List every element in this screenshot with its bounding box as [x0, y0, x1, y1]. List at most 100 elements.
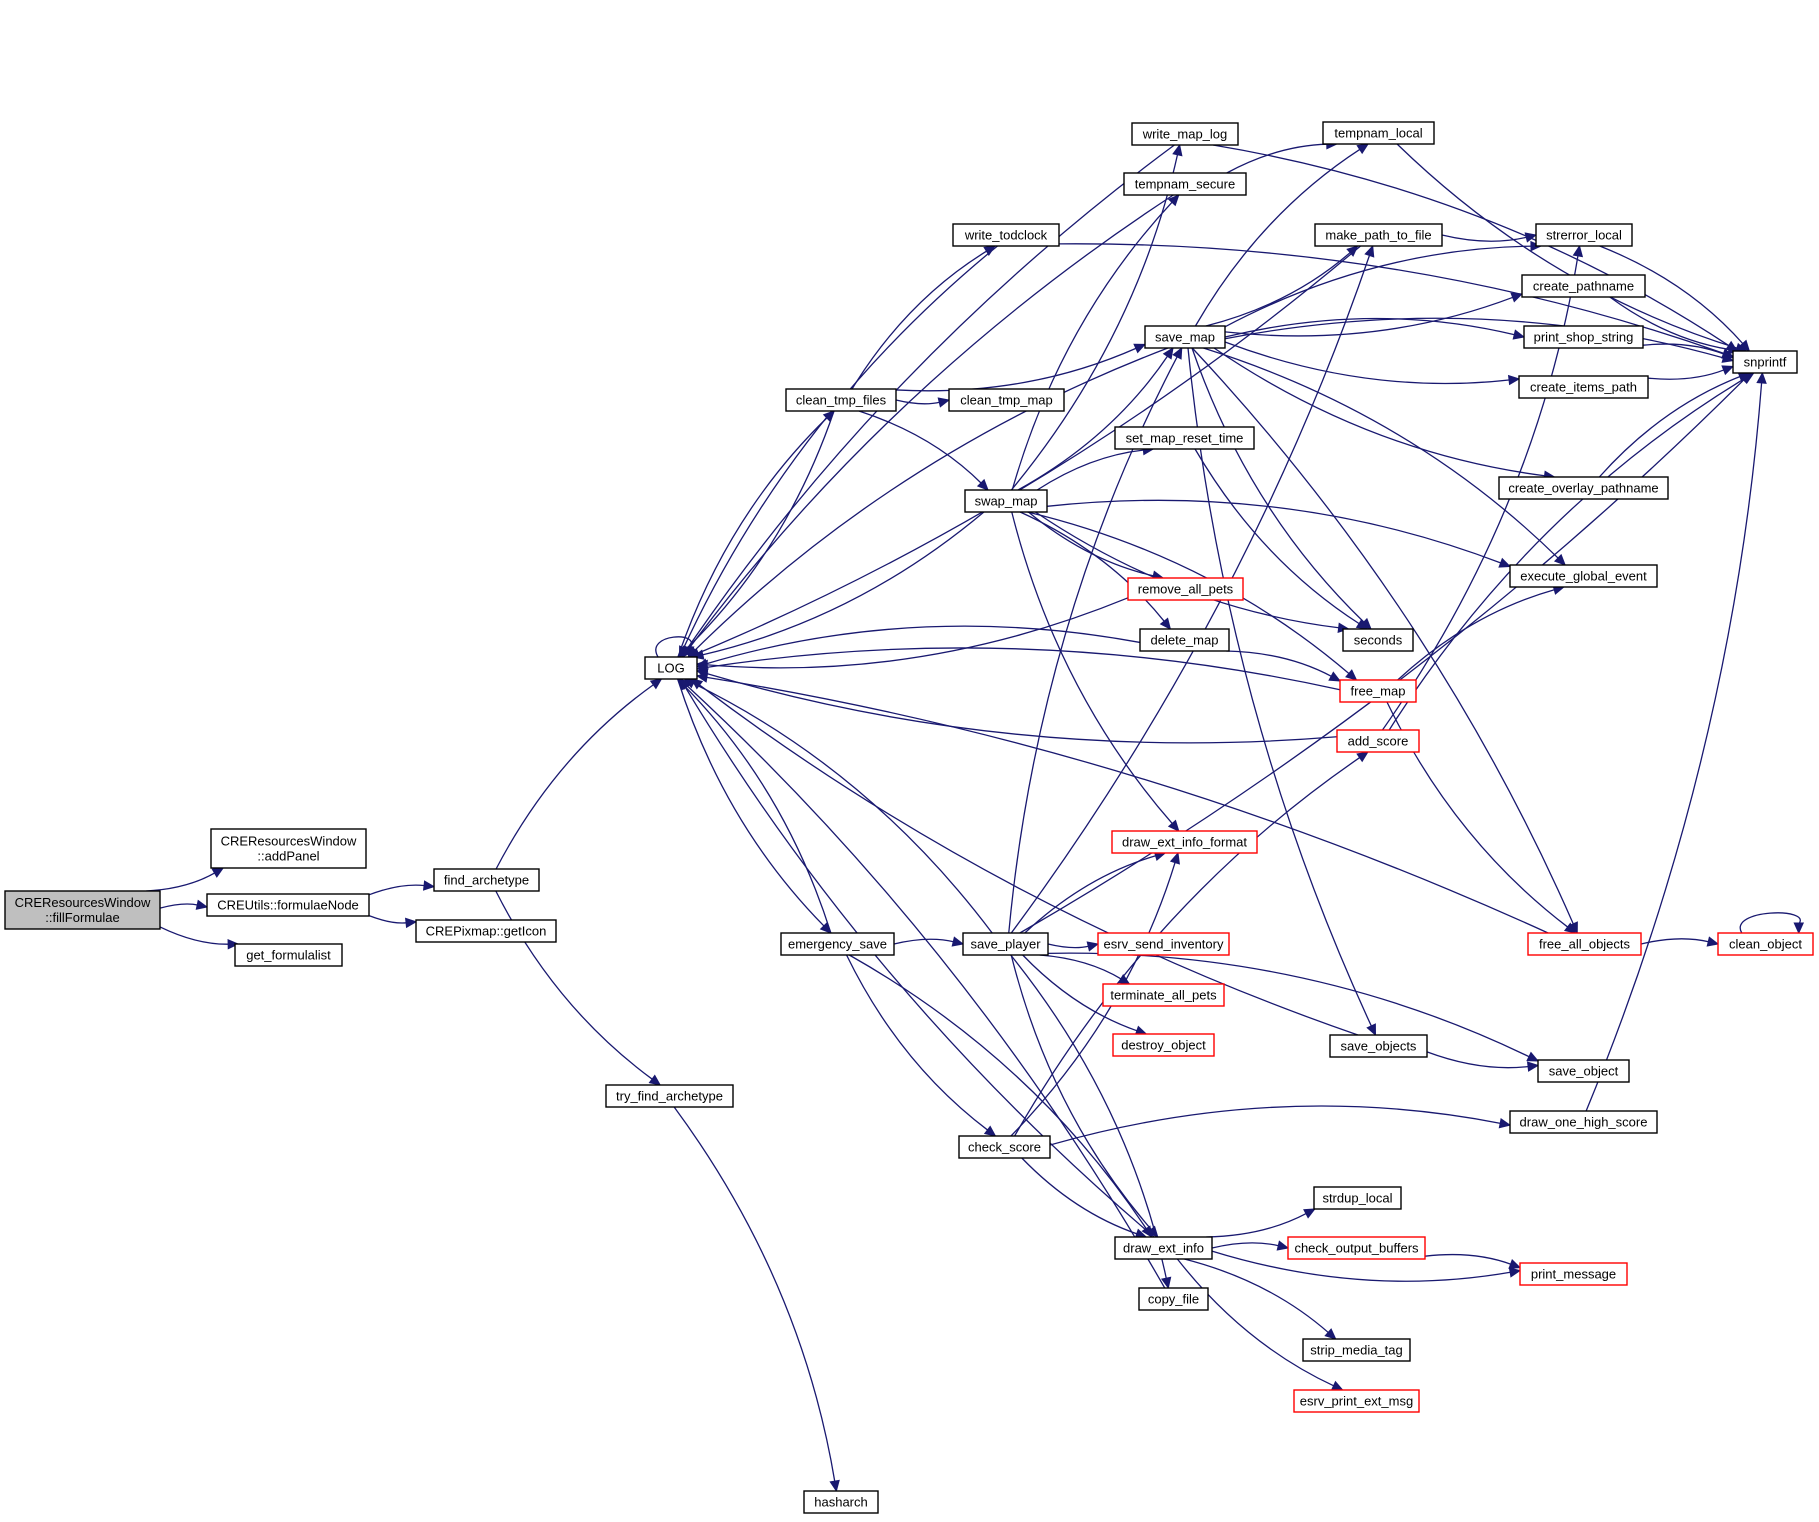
node-addpanel[interactable]: CREResourcesWindow::addPanel: [210, 828, 367, 869]
node-create-items-path[interactable]: create_items_path: [1518, 375, 1649, 399]
node-box[interactable]: [1537, 1059, 1630, 1083]
node-box[interactable]: [1717, 932, 1814, 956]
node-box[interactable]: [210, 828, 367, 869]
node-box[interactable]: [803, 1490, 879, 1514]
node-box[interactable]: [4, 890, 161, 930]
node-save-objects[interactable]: save_objects: [1329, 1034, 1428, 1058]
node-strip-media-tag[interactable]: strip_media_tag: [1302, 1338, 1411, 1362]
node-box[interactable]: [433, 868, 540, 892]
node-snprintf[interactable]: snprintf: [1732, 350, 1798, 374]
node-box[interactable]: [1123, 172, 1247, 196]
node-box[interactable]: [1287, 1236, 1426, 1260]
node-box[interactable]: [1114, 1236, 1213, 1260]
node-box[interactable]: [1509, 564, 1658, 588]
node-clean-tmp-map[interactable]: clean_tmp_map: [948, 388, 1065, 412]
node-box[interactable]: [1144, 325, 1226, 349]
node-emergency-save[interactable]: emergency_save: [780, 932, 895, 956]
node-esrv-print-ext-msg[interactable]: esrv_print_ext_msg: [1293, 1389, 1420, 1413]
node-check-score[interactable]: check_score: [958, 1135, 1051, 1159]
node-box[interactable]: [1314, 223, 1443, 247]
node-add-score[interactable]: add_score: [1336, 729, 1420, 753]
node-clean-object[interactable]: clean_object: [1717, 932, 1814, 956]
node-draw-ext-info[interactable]: draw_ext_info: [1114, 1236, 1213, 1260]
node-log[interactable]: LOG: [644, 656, 698, 680]
node-box[interactable]: [1523, 325, 1644, 349]
node-strerror-local[interactable]: strerror_local: [1535, 223, 1633, 247]
node-execute-global-event[interactable]: execute_global_event: [1509, 564, 1658, 588]
node-hasharch[interactable]: hasharch: [803, 1490, 879, 1514]
node-box[interactable]: [958, 1135, 1051, 1159]
node-box[interactable]: [1322, 121, 1435, 145]
node-box[interactable]: [605, 1084, 734, 1108]
node-draw-ext-info-format[interactable]: draw_ext_info_format: [1111, 830, 1258, 854]
node-box[interactable]: [1138, 1287, 1209, 1311]
node-print-shop-string[interactable]: print_shop_string: [1523, 325, 1644, 349]
node-box[interactable]: [952, 223, 1060, 247]
node-box[interactable]: [1102, 983, 1225, 1007]
node-box[interactable]: [1535, 223, 1633, 247]
node-box[interactable]: [1527, 932, 1642, 956]
node-write-todclock[interactable]: write_todclock: [952, 223, 1060, 247]
node-box[interactable]: [785, 388, 897, 412]
node-destroy-object[interactable]: destroy_object: [1112, 1033, 1215, 1057]
node-remove-all-pets[interactable]: remove_all_pets: [1127, 577, 1244, 601]
node-get-formulalist[interactable]: get_formulalist: [234, 943, 343, 967]
node-fillformulae[interactable]: CREResourcesWindow::fillFormulae: [4, 890, 161, 930]
node-box[interactable]: [1293, 1389, 1420, 1413]
node-box[interactable]: [1329, 1034, 1428, 1058]
node-swap-map[interactable]: swap_map: [964, 489, 1048, 513]
node-clean-tmp-files[interactable]: clean_tmp_files: [785, 388, 897, 412]
node-box[interactable]: [1097, 932, 1230, 956]
node-geticon[interactable]: CREPixmap::getIcon: [415, 919, 557, 943]
node-box[interactable]: [1498, 476, 1669, 500]
node-create-overlay-pathname[interactable]: create_overlay_pathname: [1498, 476, 1669, 500]
node-box[interactable]: [206, 893, 370, 917]
node-box[interactable]: [1313, 1186, 1402, 1210]
node-write-map-log[interactable]: write_map_log: [1131, 122, 1239, 146]
node-box[interactable]: [234, 943, 343, 967]
node-box[interactable]: [1509, 1110, 1658, 1134]
node-esrv-send-inventory[interactable]: esrv_send_inventory: [1097, 932, 1230, 956]
node-copy-file[interactable]: copy_file: [1138, 1287, 1209, 1311]
node-box[interactable]: [780, 932, 895, 956]
node-box[interactable]: [964, 489, 1048, 513]
node-box[interactable]: [1139, 628, 1230, 652]
node-box[interactable]: [1342, 628, 1414, 652]
node-box[interactable]: [1302, 1338, 1411, 1362]
node-strdup-local[interactable]: strdup_local: [1313, 1186, 1402, 1210]
node-box[interactable]: [1111, 830, 1258, 854]
node-box[interactable]: [1114, 426, 1255, 450]
node-save-player[interactable]: save_player: [962, 932, 1049, 956]
node-tempnam-secure[interactable]: tempnam_secure: [1123, 172, 1247, 196]
node-save-object[interactable]: save_object: [1537, 1059, 1630, 1083]
node-seconds[interactable]: seconds: [1342, 628, 1414, 652]
node-box[interactable]: [644, 656, 698, 680]
node-tempnam-local[interactable]: tempnam_local: [1322, 121, 1435, 145]
node-free-map[interactable]: free_map: [1339, 679, 1417, 703]
node-set-map-reset-time[interactable]: set_map_reset_time: [1114, 426, 1255, 450]
node-box[interactable]: [1127, 577, 1244, 601]
node-box[interactable]: [948, 388, 1065, 412]
node-make-path-to-file[interactable]: make_path_to_file: [1314, 223, 1443, 247]
node-save-map[interactable]: save_map: [1144, 325, 1226, 349]
node-box[interactable]: [1131, 122, 1239, 146]
node-box[interactable]: [415, 919, 557, 943]
node-free-all-objects[interactable]: free_all_objects: [1527, 932, 1642, 956]
node-box[interactable]: [962, 932, 1049, 956]
node-box[interactable]: [1339, 679, 1417, 703]
node-formulaenode[interactable]: CREUtils::formulaeNode: [206, 893, 370, 917]
node-draw-one-high-score[interactable]: draw_one_high_score: [1509, 1110, 1658, 1134]
node-box[interactable]: [1519, 1262, 1628, 1286]
node-delete-map[interactable]: delete_map: [1139, 628, 1230, 652]
node-find-archetype[interactable]: find_archetype: [433, 868, 540, 892]
node-box[interactable]: [1336, 729, 1420, 753]
node-print-message[interactable]: print_message: [1519, 1262, 1628, 1286]
node-check-output-buffers[interactable]: check_output_buffers: [1287, 1236, 1426, 1260]
node-create-pathname[interactable]: create_pathname: [1521, 274, 1646, 298]
node-try-find-archetype[interactable]: try_find_archetype: [605, 1084, 734, 1108]
node-box[interactable]: [1521, 274, 1646, 298]
node-terminate-all-pets[interactable]: terminate_all_pets: [1102, 983, 1225, 1007]
node-box[interactable]: [1112, 1033, 1215, 1057]
node-box[interactable]: [1518, 375, 1649, 399]
node-box[interactable]: [1732, 350, 1798, 374]
